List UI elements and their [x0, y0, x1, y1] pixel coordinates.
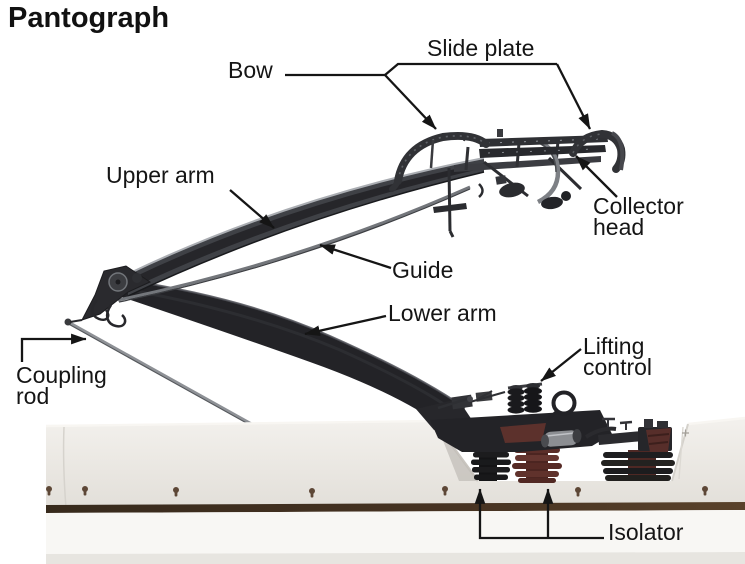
lower-arm: [104, 278, 466, 430]
leader-bow-arrow: [384, 74, 437, 130]
leader-lines: [20, 62, 618, 540]
isolator-left: [471, 446, 511, 481]
elbow-joint: [69, 265, 152, 328]
right-roof-assembly: [598, 417, 672, 452]
diagram-title: Pantograph: [8, 2, 170, 34]
leader-lower-arm-arrow: [304, 314, 387, 336]
guide-rod: [117, 185, 471, 303]
label-collector-head: Collector head: [593, 193, 684, 240]
leader-collector-head-arrow: [575, 155, 618, 198]
collector-head: [389, 129, 626, 238]
label-bow: Bow: [228, 57, 273, 83]
roof-bolts: [46, 486, 708, 498]
label-lower-arm: Lower arm: [388, 300, 497, 326]
label-upper-arm: Upper arm: [106, 162, 215, 188]
base-frame: [416, 382, 672, 452]
label-slide-plate: Slide plate: [427, 35, 535, 61]
leader-lifting-control-arrow: [540, 348, 582, 382]
leader-guide-arrow: [319, 243, 392, 270]
leader-isolator-left-arrow: [474, 488, 604, 540]
label-coupling-rod: Coupling rod: [16, 362, 107, 409]
isolator-right: [601, 450, 675, 481]
leader-coupling-rod-arrow: [20, 333, 87, 362]
label-guide: Guide: [392, 257, 454, 283]
label-lifting-control: Lifting control: [583, 333, 653, 380]
leader-slide-plate-bracket: [384, 62, 557, 76]
leader-upper-arm-arrow: [229, 189, 275, 229]
label-isolator: Isolator: [608, 519, 684, 545]
lifting-control-bellows: [507, 382, 543, 414]
leader-slide-plate-arrow: [555, 63, 592, 130]
